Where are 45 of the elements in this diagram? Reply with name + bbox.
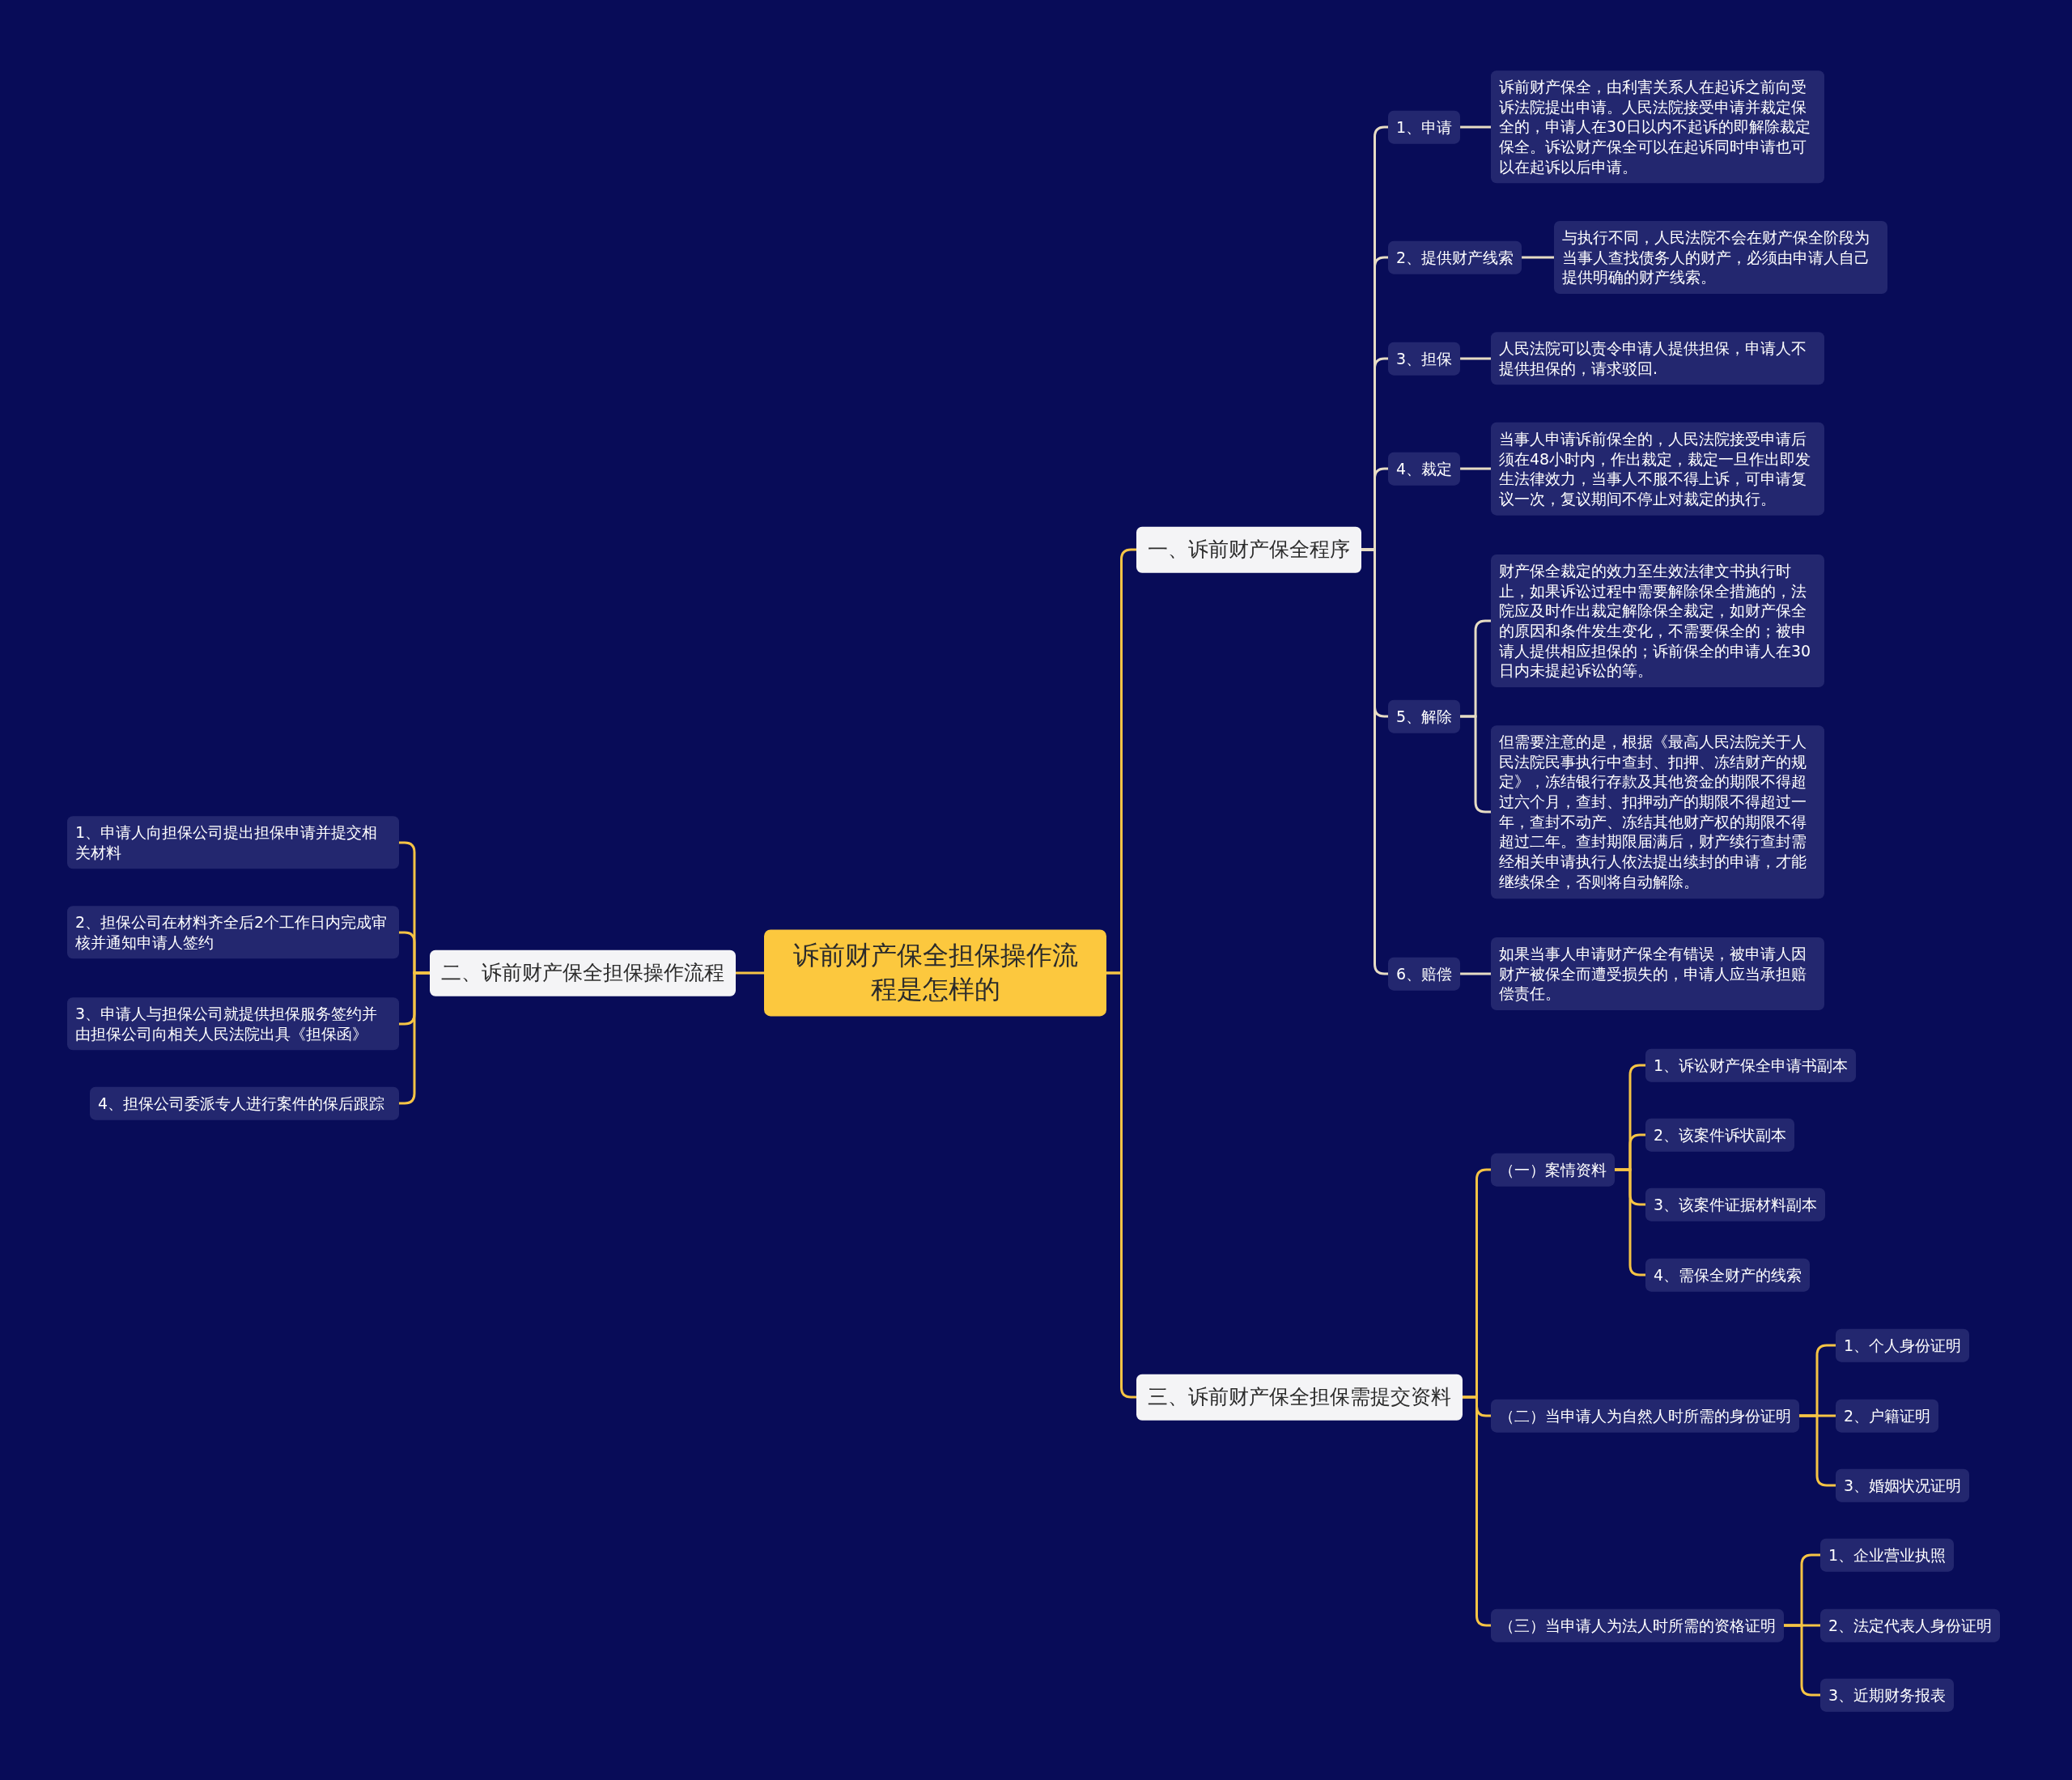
topic-box: 但需要注意的是，根据《最高人民法院关于人民法院民事执行中查封、扣押、冻结财产的规定》，冻结银行存款及其他资金的期限不得超过六个月，查封、扣押动产的期限不得超过一年，查封不动产、冻结其他财产权的期限不得超过二年。查封期限届满后，财产续行查封需经相关申请执行人依法提出续封的申请，才能继续保全，否则将自动解除。: [1491, 725, 1824, 898]
topic-box: 1、个人身份证明: [1836, 1328, 1970, 1362]
topic-box: 5、解除: [1388, 699, 1461, 733]
branch-topic: 一、诉前财产保全程序: [1136, 526, 1361, 573]
topic-box: 1、申请: [1388, 110, 1461, 144]
connector-line: [1460, 972, 1491, 975]
topic-box: 3、婚姻状况证明: [1836, 1468, 1970, 1502]
topic-box: 2、该案件诉状副本: [1645, 1118, 1795, 1152]
connector-line: [1784, 1624, 1820, 1697]
branch-topic: 三、诉前财产保全担保需提交资料: [1136, 1374, 1463, 1421]
topic-box: 4、裁定: [1388, 452, 1461, 486]
connector-line: [1460, 467, 1491, 470]
connector-line: [1460, 125, 1491, 129]
topic-box: 3、申请人与担保公司就提供担保服务签约并由担保公司向相关人民法院出具《担保函》: [67, 997, 399, 1051]
central-topic: 诉前财产保全担保操作流程是怎样的: [764, 929, 1106, 1017]
topic-box: 3、该案件证据材料副本: [1645, 1187, 1826, 1221]
topic-box: 2、担保公司在材料齐全后2个工作日内完成审核并通知申请人签约: [67, 906, 399, 959]
topic-box: 2、提供财产线索: [1388, 240, 1522, 274]
topic-box: 1、诉讼财产保全申请书副本: [1645, 1048, 1857, 1082]
connector-line: [399, 971, 430, 1105]
topic-box: 2、户籍证明: [1836, 1399, 1939, 1433]
topic-box: （二）当申请人为自然人时所需的身份证明: [1491, 1399, 1799, 1433]
topic-box: 1、企业营业执照: [1820, 1538, 1955, 1572]
topic-box: 诉前财产保全，由利害关系人在起诉之前向受诉法院提出申请。人民法院接受申请并裁定保全的，申请人在30日以内不起诉的即解除裁定保全。诉讼财产保全可以在起诉同时申请也可以在起诉以后申请。: [1491, 70, 1824, 184]
topic-box: 人民法院可以责令申请人提供担保，申请人不提供担保的，请求驳回.: [1491, 332, 1824, 385]
connector-line: [1106, 971, 1136, 1399]
topic-box: 4、担保公司委派专人进行案件的保后跟踪: [90, 1086, 399, 1120]
topic-box: 1、申请人向担保公司提出担保申请并提交相关材料: [67, 816, 399, 869]
branch-topic: 二、诉前财产保全担保操作流程: [430, 949, 736, 996]
topic-box: 当事人申请诉前保全的，人民法院接受申请后须在48小时内，作出裁定，裁定一旦作出即发生法律效力，当事人不服不得上诉，可申请复议一次，复议期间不停止对裁定的执行。: [1491, 422, 1824, 516]
topic-box: （三）当申请人为法人时所需的资格证明: [1491, 1608, 1784, 1642]
topic-box: 6、赔偿: [1388, 957, 1461, 991]
topic-box: 如果当事人申请财产保全有错误，被申请人因财产被保全而遭受损失的，申请人应当承担赔偿责任。: [1491, 937, 1824, 1011]
connector-line: [736, 971, 764, 975]
connector-line: [1615, 1168, 1645, 1277]
connector-line: [1460, 357, 1491, 360]
topic-box: 4、需保全财产的线索: [1645, 1258, 1811, 1292]
topic-box: 3、担保: [1388, 342, 1461, 376]
topic-box: 财产保全裁定的效力至生效法律文书执行时止，如果诉讼过程中需要解除保全措施的，法院应及时作出裁定解除保全裁定，如财产保全的原因和条件发生变化，不需要保全的；被申请人提供相应担保的；诉前保全的申请人在30日内未提起诉讼的等。: [1491, 554, 1824, 688]
topic-box: 与执行不同，人民法院不会在财产保全阶段为当事人查找债务人的财产，必须由申请人自己提供明确的财产线索。: [1554, 220, 1887, 295]
topic-box: 3、近期财务报表: [1820, 1678, 1955, 1712]
connector-line: [1522, 256, 1554, 259]
topic-box: 2、法定代表人身份证明: [1820, 1608, 2001, 1642]
topic-box: （一）案情资料: [1491, 1153, 1615, 1187]
connector-line: [1799, 1414, 1836, 1487]
